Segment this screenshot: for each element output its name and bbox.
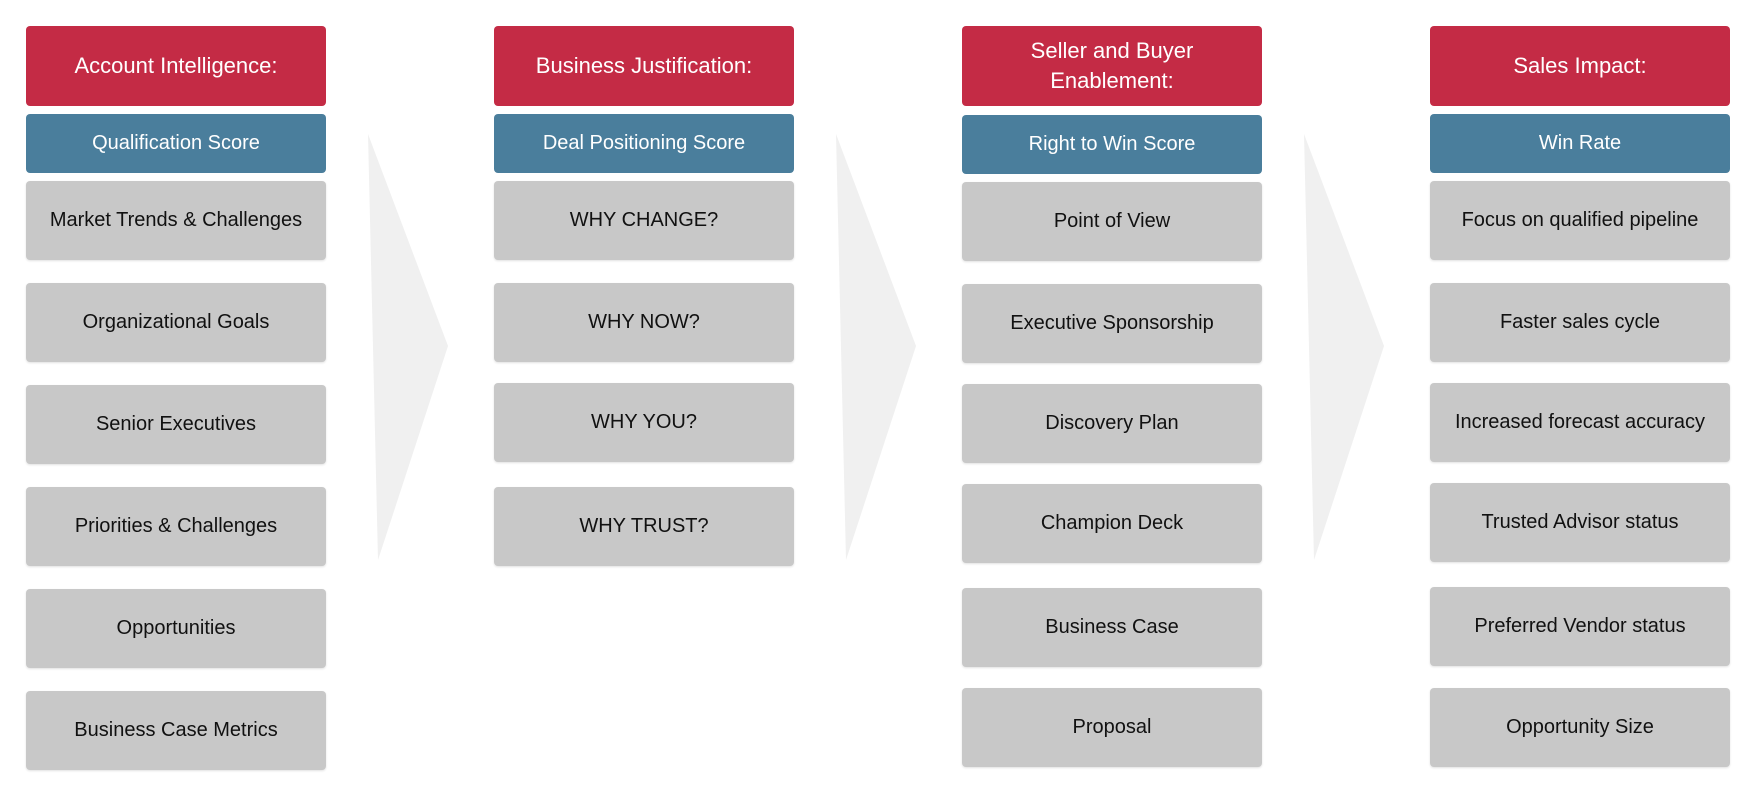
list-item: Organizational Goals (26, 283, 326, 362)
column-sales-impact: Sales Impact: Win Rate Focus on qualifie… (1430, 0, 1730, 794)
list-item: Preferred Vendor status (1430, 587, 1730, 666)
score-label: Right to Win Score (962, 115, 1262, 174)
list-item: Point of View (962, 182, 1262, 261)
score-label: Win Rate (1430, 114, 1730, 173)
column-header: Account Intelligence: (26, 26, 326, 106)
list-item: WHY TRUST? (494, 487, 794, 566)
score-label: Deal Positioning Score (494, 114, 794, 173)
score-label: Qualification Score (26, 114, 326, 173)
list-item: Business Case Metrics (26, 691, 326, 770)
list-item: Proposal (962, 688, 1262, 767)
list-item: Priorities & Challenges (26, 487, 326, 566)
chevron-arrow-icon (836, 134, 916, 560)
chevron-arrow-icon (1304, 134, 1384, 560)
list-item: Focus on qualified pipeline (1430, 181, 1730, 260)
list-item: Opportunities (26, 589, 326, 668)
list-item: WHY YOU? (494, 383, 794, 462)
column-seller-buyer-enablement: Seller and Buyer Enablement: Right to Wi… (962, 0, 1262, 794)
column-header: Seller and Buyer Enablement: (962, 26, 1262, 106)
list-item: Increased forecast accuracy (1430, 383, 1730, 462)
list-item: Senior Executives (26, 385, 326, 464)
list-item: Executive Sponsorship (962, 284, 1262, 363)
list-item: WHY CHANGE? (494, 181, 794, 260)
column-header: Sales Impact: (1430, 26, 1730, 106)
list-item: Trusted Advisor status (1430, 483, 1730, 562)
list-item: Faster sales cycle (1430, 283, 1730, 362)
list-item: Champion Deck (962, 484, 1262, 563)
list-item: Discovery Plan (962, 384, 1262, 463)
column-account-intelligence: Account Intelligence: Qualification Scor… (26, 0, 326, 794)
column-business-justification: Business Justification: Deal Positioning… (494, 0, 794, 794)
list-item: WHY NOW? (494, 283, 794, 362)
list-item: Opportunity Size (1430, 688, 1730, 767)
list-item: Market Trends & Challenges (26, 181, 326, 260)
column-header: Business Justification: (494, 26, 794, 106)
chevron-arrow-icon (368, 134, 448, 560)
list-item: Business Case (962, 588, 1262, 667)
